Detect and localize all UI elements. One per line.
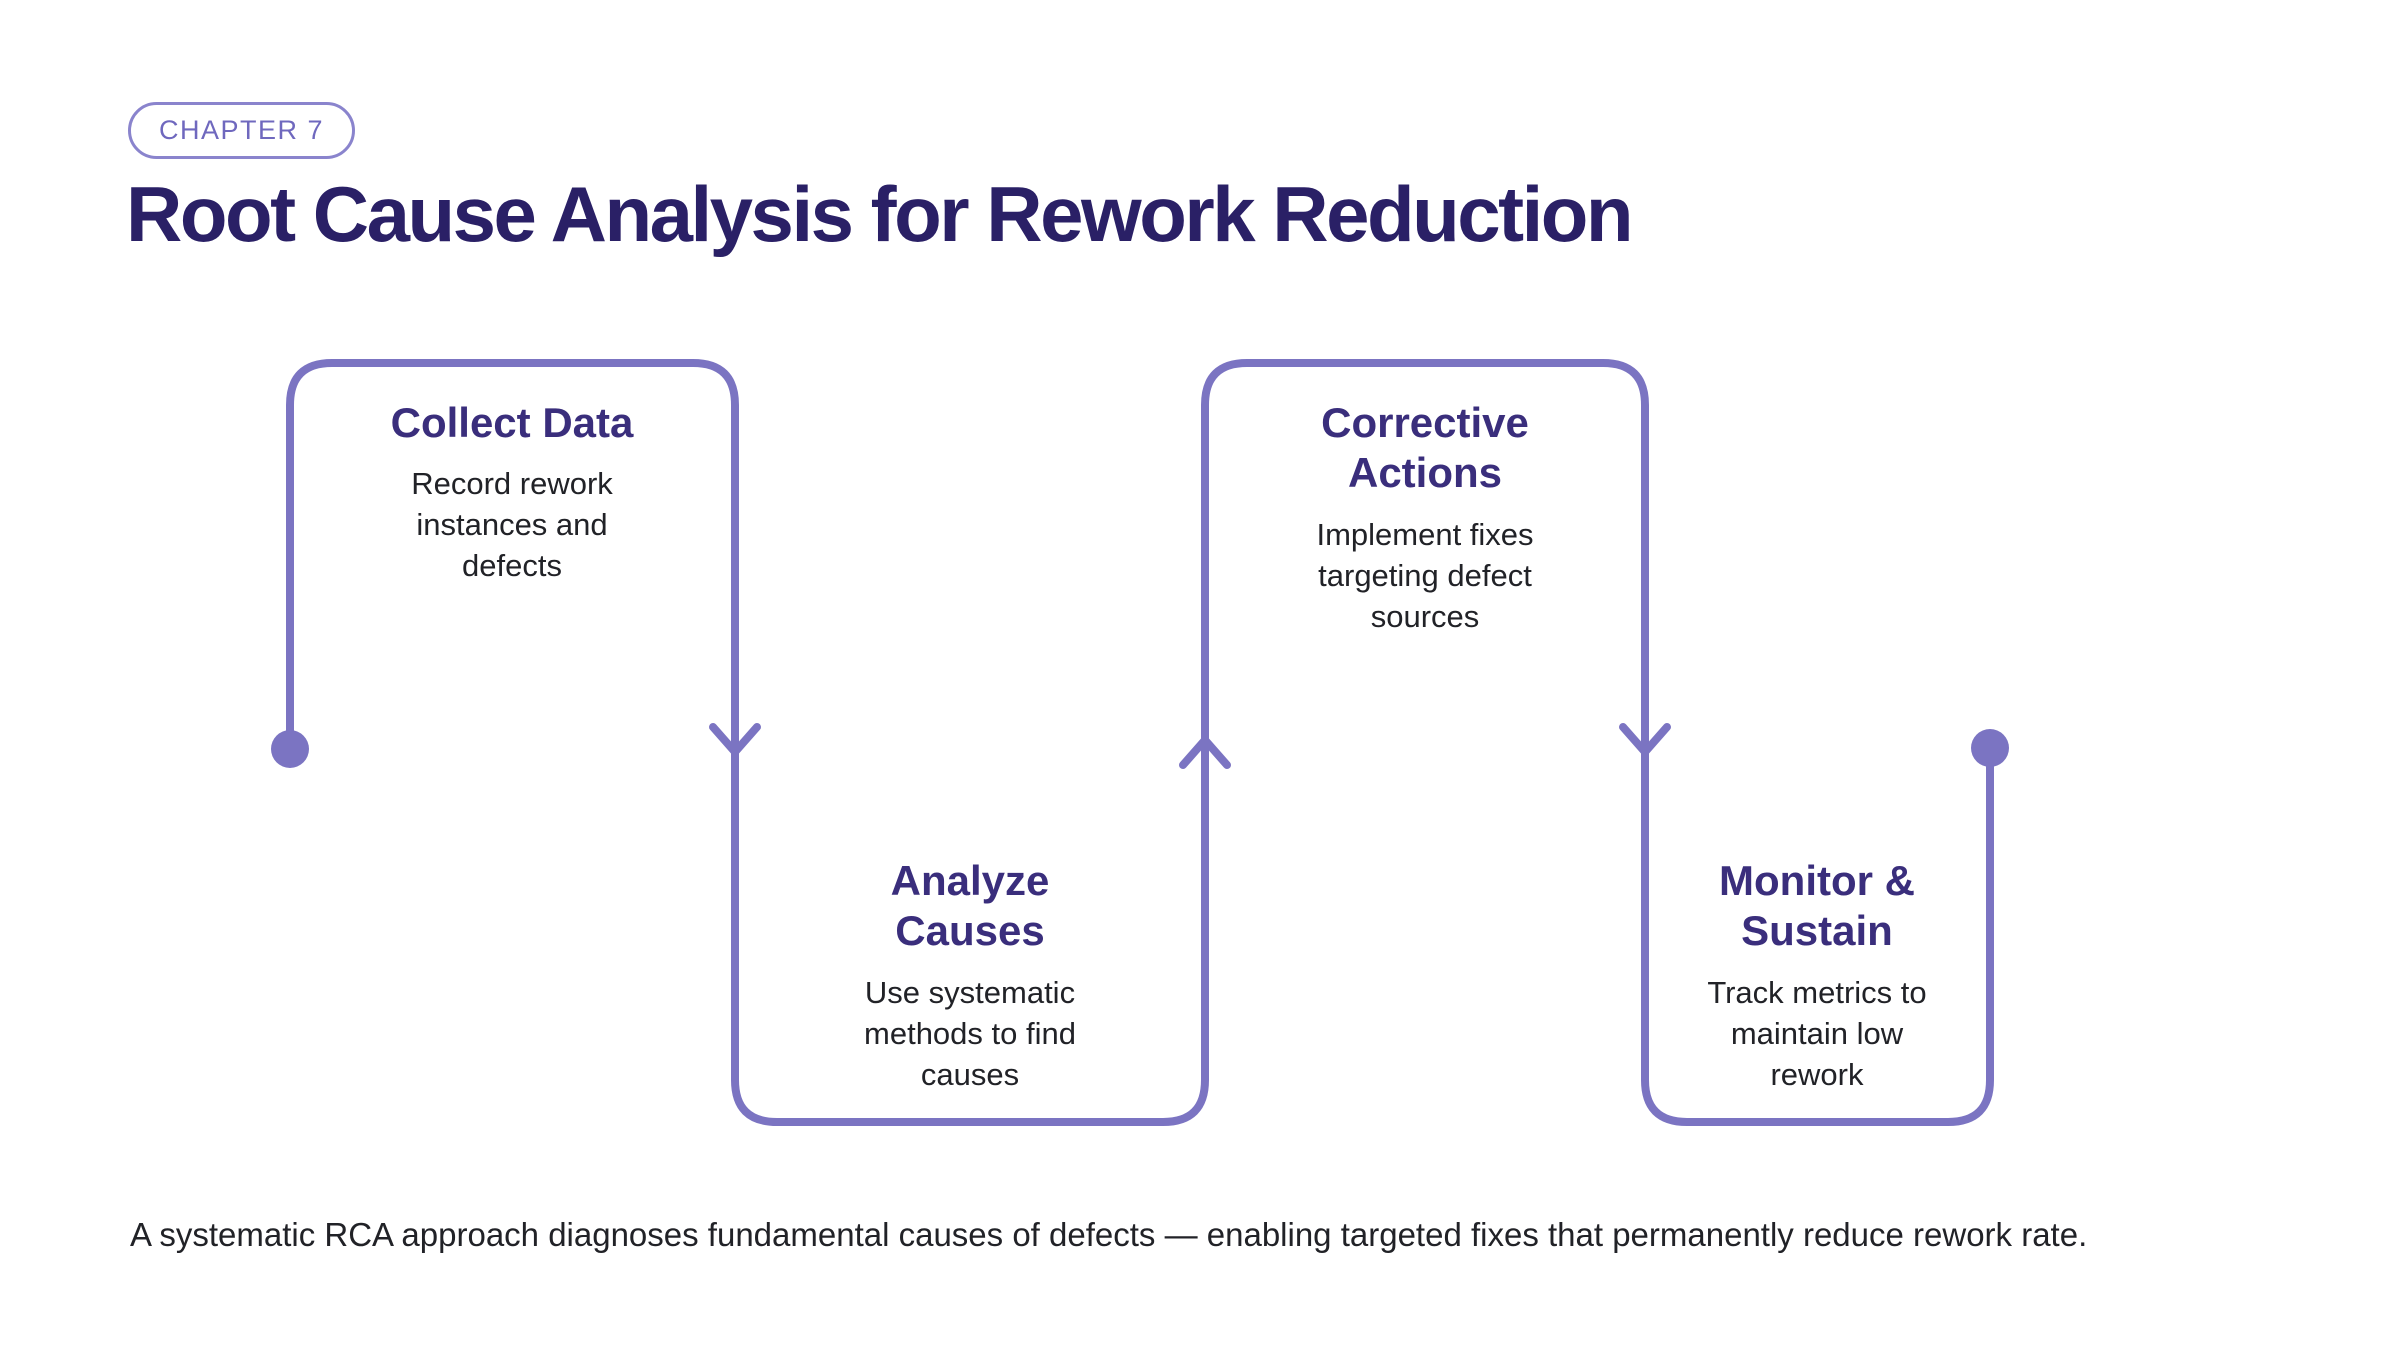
step-title: Analyze Causes (890, 857, 1050, 955)
step-description: Track metrics to maintain low rework (1707, 974, 1927, 1092)
step-description: Implement fixes targeting defect sources (1316, 516, 1534, 634)
step-title: Corrective Actions (1321, 399, 1529, 497)
arrow-down-1-icon (709, 723, 761, 756)
summary-text: A systematic RCA approach diagnoses fund… (130, 1216, 2088, 1253)
flow-start-dot (271, 730, 309, 768)
step-title: Monitor & Sustain (1719, 857, 1915, 955)
step-corrective-actions: Corrective Actions Implement fixes targe… (1265, 398, 1585, 638)
step-description: Record rework instances and defects (411, 466, 613, 584)
step-title: Collect Data (390, 399, 634, 446)
step-collect-data: Collect Data Record rework instances and… (352, 398, 672, 587)
step-monitor-sustain: Monitor & Sustain Track metrics to maint… (1657, 856, 1977, 1096)
arrow-up-icon (1179, 736, 1231, 769)
step-analyze-causes: Analyze Causes Use systematic methods to… (810, 856, 1130, 1096)
step-description: Use systematic methods to find causes (864, 974, 1076, 1092)
page-title: Root Cause Analysis for Rework Reduction (126, 170, 1634, 258)
flow-end-dot (1971, 729, 2009, 767)
arrow-down-2-icon (1619, 723, 1671, 756)
chapter-badge: CHAPTER 7 (128, 102, 356, 159)
